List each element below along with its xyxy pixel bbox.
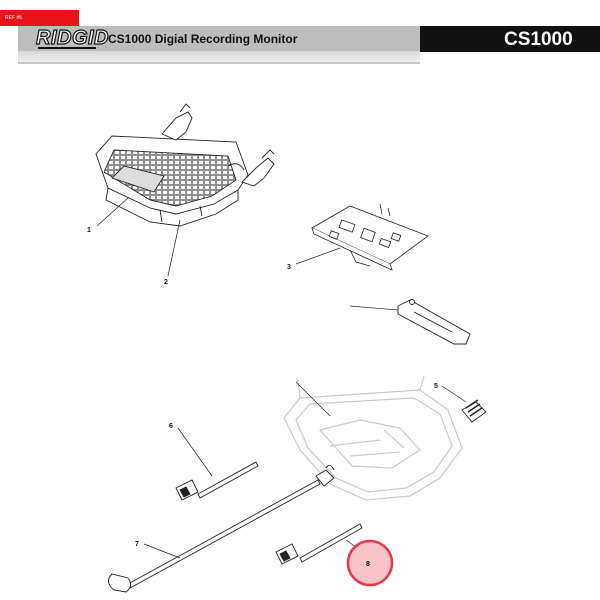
leader-lines: [96, 197, 467, 559]
header-bar: [18, 26, 420, 51]
callout-8[interactable]: 8: [366, 561, 370, 568]
callout-7[interactable]: 7: [135, 541, 139, 548]
part-3-circuit-board: [311, 203, 429, 271]
part-8-rod-assembly: [275, 523, 363, 565]
header-shadow: [18, 51, 420, 64]
model-label: CS1000: [504, 29, 573, 50]
brand-logo: RIDGID: [35, 26, 109, 49]
callout-6[interactable]: 6: [169, 423, 173, 430]
callout-5[interactable]: 5: [434, 383, 438, 390]
rear-housing-outline: [283, 375, 463, 501]
ref-tag: REF #5: [0, 10, 79, 26]
callout-1[interactable]: 1: [87, 227, 91, 234]
part-6-rod-assembly: [175, 461, 259, 501]
brand-logo-underline: [38, 47, 96, 49]
part-4-handle-bar: [349, 299, 471, 345]
callout-2[interactable]: 2: [164, 279, 168, 286]
page-title: CS1000 Digial Recording Monitor: [108, 32, 298, 46]
callout-3[interactable]: 3: [287, 264, 291, 271]
part-5-connector: [461, 399, 487, 423]
part-2-hinge-brackets: [161, 103, 275, 187]
callout-8-highlight-ring[interactable]: [346, 539, 394, 587]
part-1-front-housing: [95, 135, 249, 227]
part-7-probe: [108, 465, 335, 593]
model-box: [420, 26, 600, 52]
